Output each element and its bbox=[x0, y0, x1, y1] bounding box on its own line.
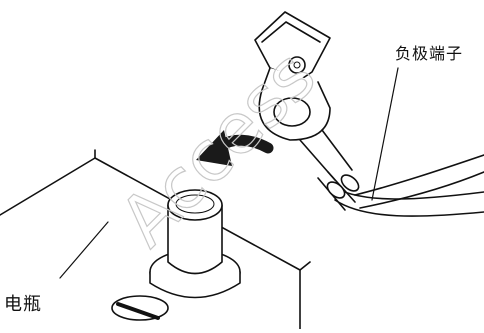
battery-label: 电瓶 bbox=[4, 290, 42, 316]
leader-line-terminal bbox=[372, 68, 398, 200]
leader-line-battery bbox=[60, 222, 108, 278]
terminal-cables bbox=[318, 155, 484, 216]
negative-terminal-label: 负极端子 bbox=[395, 40, 463, 64]
vent-plug bbox=[112, 296, 168, 320]
